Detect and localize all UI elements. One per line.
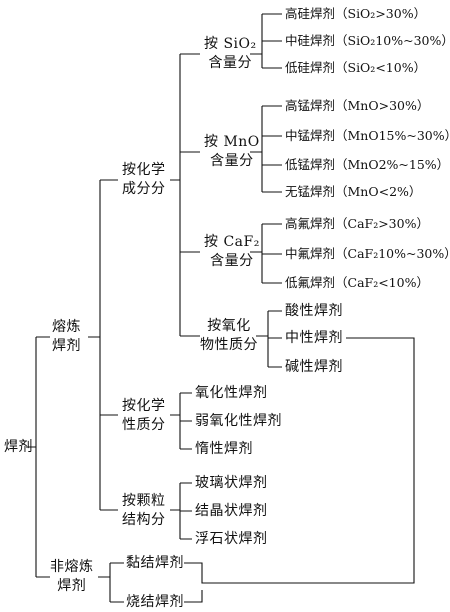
- leaf-sintered: 烧结焊剂: [126, 594, 184, 610]
- node-melt-flux: 熔炼 焊剂: [52, 319, 81, 354]
- node-by-oxide-property: 按氧化 物性质分: [200, 318, 258, 353]
- leaf-weak-oxidizing: 弱氧化性焊剂: [195, 413, 282, 429]
- node-by-caf2: 按 CaF₂ 含量分: [204, 234, 260, 269]
- leaf-acidic: 酸性焊剂: [285, 303, 343, 319]
- leaf-high-manganese: 高锰焊剂（MnO>30%）: [285, 98, 430, 113]
- leaf-low-fluorine: 低氟焊剂（CaF₂<10%）: [285, 275, 429, 290]
- leaf-high-fluorine: 高氟焊剂（CaF₂>30%）: [285, 216, 429, 231]
- leaf-high-silicon: 高硅焊剂（SiO₂>30%）: [285, 6, 427, 21]
- leaf-no-manganese: 无锰焊剂（MnO<2%）: [285, 184, 422, 199]
- leaf-glassy: 玻璃状焊剂: [195, 475, 268, 491]
- node-by-sio2: 按 SiO₂ 含量分: [204, 36, 257, 71]
- leaf-inert: 惰性焊剂: [195, 441, 253, 457]
- node-by-mno: 按 MnO 含量分: [204, 134, 260, 169]
- leaf-basic: 碱性焊剂: [285, 359, 343, 375]
- leaf-bonded: 黏结焊剂: [126, 555, 184, 571]
- leaf-mid-silicon: 中硅焊剂（SiO₂10%~30%）: [285, 33, 450, 48]
- leaf-mid-fluorine: 中氟焊剂（CaF₂10%~30%）: [285, 246, 450, 261]
- leaf-low-silicon: 低硅焊剂（SiO₂<10%）: [285, 60, 427, 75]
- leaf-oxidizing: 氧化性焊剂: [195, 385, 268, 401]
- leaf-crystalline: 结晶状焊剂: [195, 503, 268, 519]
- node-by-chem-composition: 按化学 成分分: [122, 162, 166, 197]
- leaf-pumice: 浮石状焊剂: [195, 531, 268, 547]
- leaf-neutral: 中性焊剂: [285, 330, 343, 346]
- node-nonmelt-flux: 非熔炼 焊剂: [50, 559, 94, 594]
- leaf-low-manganese: 低锰焊剂（MnO2%~15%）: [285, 157, 450, 172]
- node-root: 焊剂: [4, 439, 33, 455]
- leaf-mid-manganese: 中锰焊剂（MnO15%~30%）: [285, 128, 450, 143]
- node-by-grain-structure: 按颗粒 结构分: [122, 493, 166, 528]
- node-by-chem-property: 按化学 性质分: [122, 398, 166, 433]
